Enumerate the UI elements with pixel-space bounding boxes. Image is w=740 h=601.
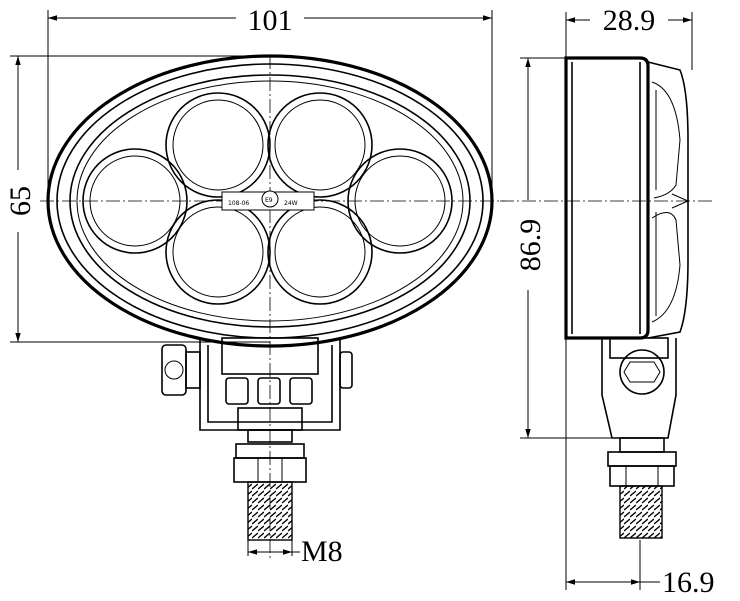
side-bracket [601, 337, 677, 439]
led-lens [89, 155, 181, 247]
lens-inner-edge [76, 80, 464, 322]
housing-front-face [564, 56, 650, 340]
dimension-thread: M8 [247, 535, 343, 568]
dimension-label-depth: 28.9 [603, 4, 656, 37]
led-reflector [267, 92, 373, 198]
led-lens [274, 206, 366, 298]
led-lens [274, 99, 366, 191]
mounting-bracket [161, 337, 353, 431]
led-reflector [267, 199, 373, 305]
led-lens [172, 206, 264, 298]
dimension-label-bracket-depth: 16.9 [662, 566, 715, 599]
dimension-label-width: 101 [248, 4, 293, 37]
dimension-bracket-depth: 16.9 [565, 338, 715, 599]
led-reflector [82, 148, 188, 254]
marking-right: 24W [284, 200, 298, 207]
led-reflector [347, 148, 453, 254]
marking-center: E9 [265, 197, 273, 204]
dimension-height: 65 [4, 55, 270, 343]
side-view: 28.9 86.9 16.9 [500, 4, 715, 599]
led-reflectors [82, 92, 453, 305]
lens-outer-edge [69, 74, 471, 328]
dimension-width: 101 [47, 4, 493, 200]
mounting-bolt [233, 429, 307, 541]
led-lens [354, 155, 446, 247]
housing-rear [647, 61, 689, 339]
label-plate: 108-06 E9 24W [221, 190, 315, 211]
dimension-side-height: 86.9 [514, 57, 612, 439]
marking-left: 108-06 [228, 200, 249, 207]
front-view: 108-06 E9 24W [4, 4, 505, 568]
dimension-label-height: 65 [4, 186, 37, 216]
led-lens [172, 99, 264, 191]
led-reflector [165, 92, 271, 198]
side-bolt [607, 437, 677, 539]
dimension-depth: 28.9 [565, 4, 693, 70]
dimension-label-side-height: 86.9 [514, 219, 547, 272]
led-reflector [165, 199, 271, 305]
dimension-label-thread: M8 [301, 535, 343, 568]
